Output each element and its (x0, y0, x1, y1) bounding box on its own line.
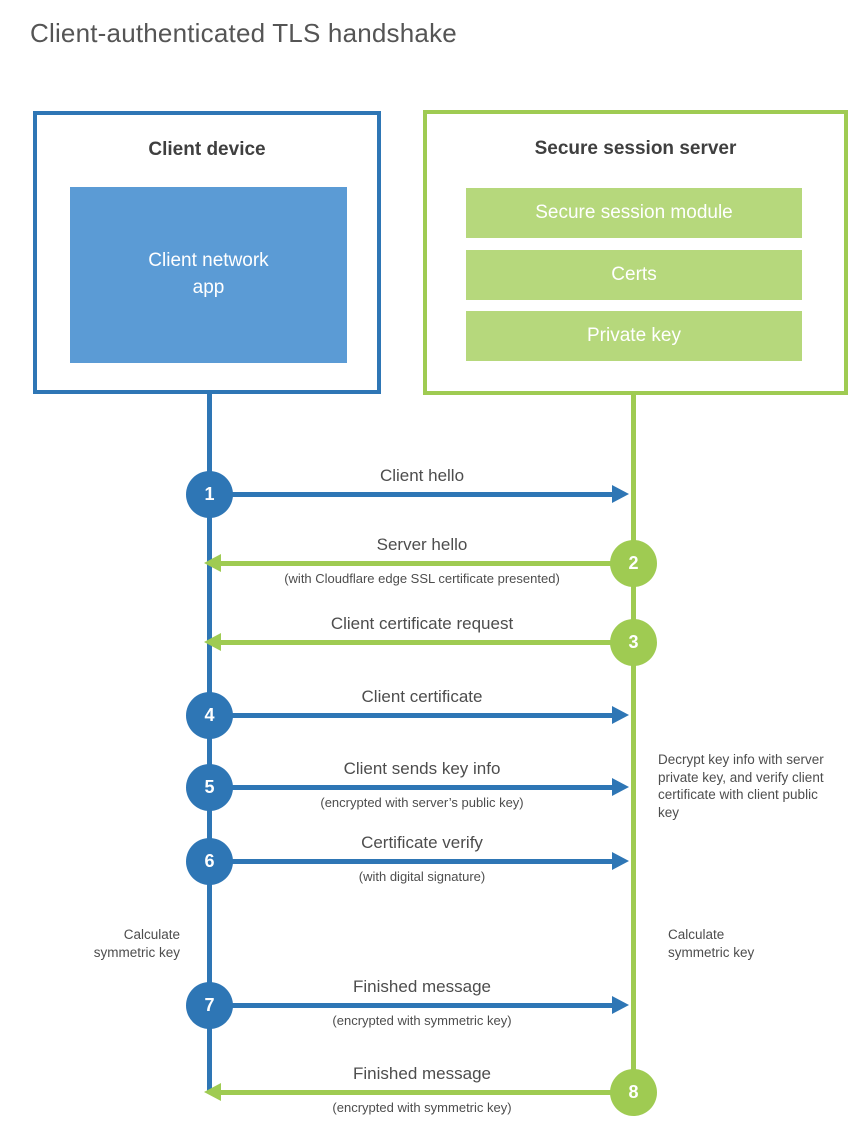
message-label: Finished message (353, 977, 491, 996)
secure-session-server-title: Secure session server (534, 138, 737, 159)
step-circle-5: 5 (186, 764, 233, 811)
client-network-app-box: Client network app (70, 187, 347, 363)
step-circle-2: 2 (610, 540, 657, 587)
arrow-left-icon (204, 554, 612, 572)
message-subtext: (with Cloudflare edge SSL certificate pr… (284, 571, 560, 586)
message-label: Finished message (353, 1064, 491, 1083)
step-circle-3: 3 (610, 619, 657, 666)
private-key-bar: Private key (466, 311, 802, 361)
client-calculate-symmetric-key-note: Calculate symmetric key (93, 927, 180, 960)
certs-bar: Certs (466, 250, 802, 300)
arrow-right-icon (232, 706, 629, 724)
message-label: Client certificate (361, 687, 483, 706)
step-circle-8: 8 (610, 1069, 657, 1116)
secure-session-server-box: Secure session server Secure session mod… (423, 110, 848, 395)
step-circle-1: 1 (186, 471, 233, 518)
step-circle-4: 4 (186, 692, 233, 739)
step-circle-7: 7 (186, 982, 233, 1029)
client-lifeline (207, 394, 212, 1092)
client-device-box: Client device Client network app (33, 111, 381, 394)
arrow-right-icon (232, 778, 629, 796)
server-lifeline (631, 395, 636, 1092)
message-label: Server hello (376, 535, 468, 554)
arrow-left-icon (204, 1083, 612, 1101)
message-label: Certificate verify (361, 833, 483, 852)
arrow-right-icon (232, 996, 629, 1014)
message-label: Client hello (379, 466, 465, 485)
message-subtext: (encrypted with server’s public key) (320, 795, 524, 810)
arrow-right-icon (232, 852, 629, 870)
server-calculate-symmetric-key-note: Calculate symmetric key (668, 927, 755, 960)
server-decrypt-note: Decrypt key info with server private key… (658, 752, 824, 820)
secure-session-module-bar: Secure session module (466, 188, 802, 238)
message-subtext: (encrypted with symmetric key) (332, 1013, 512, 1028)
message-subtext: (with digital signature) (358, 869, 486, 884)
message-label: Client certificate request (330, 614, 514, 633)
page-title: Client-authenticated TLS handshake (30, 18, 457, 48)
client-device-title: Client device (148, 139, 266, 160)
arrow-right-icon (232, 485, 629, 503)
step-circle-6: 6 (186, 838, 233, 885)
message-subtext: (encrypted with symmetric key) (332, 1100, 512, 1115)
message-label: Client sends key info (343, 759, 501, 778)
arrow-left-icon (204, 633, 612, 651)
